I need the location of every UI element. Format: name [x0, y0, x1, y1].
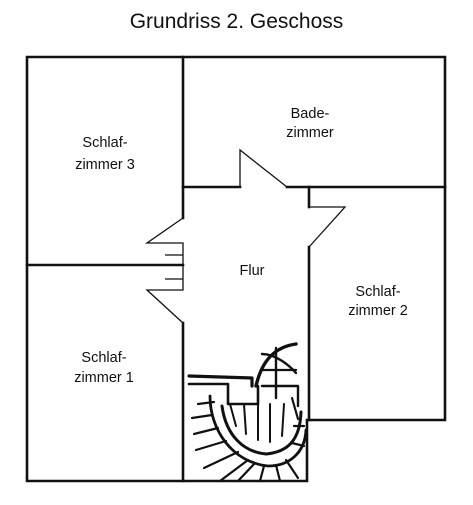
room-label-badezimmer-line2: zimmer	[286, 125, 334, 141]
door-arrow-right	[308, 206, 347, 248]
room-label-schlafzimmer-2-line2: zimmer 2	[348, 303, 408, 319]
room-label-schlafzimmer-2-line1: Schlaf-	[355, 284, 400, 300]
room-label-flur: Flur	[240, 263, 265, 279]
room-label-schlafzimmer-3-line1: Schlaf-	[82, 135, 127, 151]
staircase	[187, 342, 308, 483]
room-label-schlafzimmer-3-line2: zimmer 3	[75, 157, 135, 173]
room-label-badezimmer-line1: Bade-	[291, 106, 330, 122]
door-arrow-left	[144, 217, 184, 324]
room-label-schlafzimmer-1-line1: Schlaf-	[81, 350, 126, 366]
plan-title: Grundriss 2. Geschoss	[129, 10, 344, 33]
door-arrow-top	[239, 148, 288, 188]
room-label-schlafzimmer-1-line2: zimmer 1	[74, 370, 134, 386]
door-arrow-left-inner	[165, 254, 183, 280]
outer-wall	[25, 55, 447, 483]
